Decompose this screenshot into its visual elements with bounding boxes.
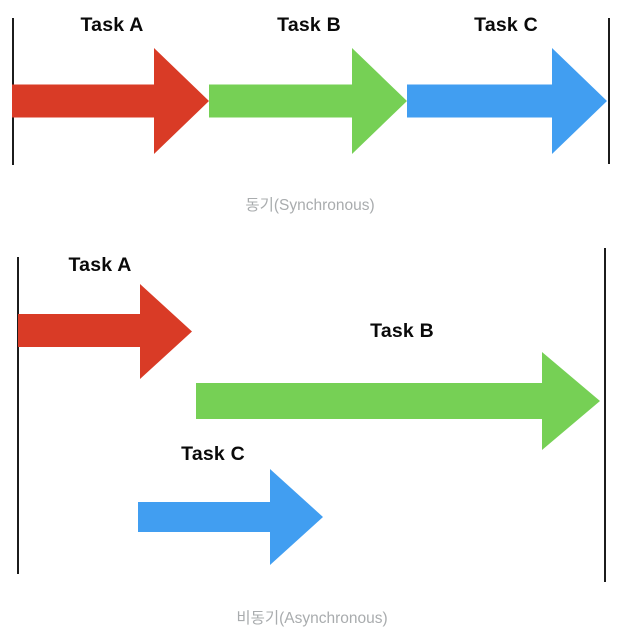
sync-task-a-arrow-shape	[12, 48, 209, 154]
sync-task-b-arrow	[209, 48, 407, 154]
async-caption: 비동기(Asynchronous)	[236, 610, 388, 627]
async-task-b-arrow	[196, 352, 600, 450]
async-task-c-arrow-shape	[138, 469, 323, 565]
sync-task-b-label: Task B	[277, 14, 341, 36]
sync-caption: 동기(Synchronous)	[245, 197, 375, 214]
async-task-c-arrow	[138, 469, 323, 565]
async-timeline-end-line	[604, 248, 606, 582]
async-task-b-arrow-shape	[196, 352, 600, 450]
async-task-a-arrow	[18, 284, 192, 379]
async-timeline-start-line	[17, 257, 19, 574]
async-task-b-label: Task B	[370, 320, 434, 342]
async-task-a-label: Task A	[68, 254, 132, 276]
async-task-a-arrow-shape	[18, 284, 192, 379]
async-task-c-label: Task C	[181, 443, 245, 465]
sync-task-c-label: Task C	[474, 14, 538, 36]
sync-timeline-end-line	[608, 18, 610, 164]
sync-task-a-arrow	[12, 48, 209, 154]
sync-task-b-arrow-shape	[209, 48, 407, 154]
sync-task-c-arrow-shape	[407, 48, 607, 154]
sync-task-a-label: Task A	[80, 14, 144, 36]
sync-task-c-arrow	[407, 48, 607, 154]
